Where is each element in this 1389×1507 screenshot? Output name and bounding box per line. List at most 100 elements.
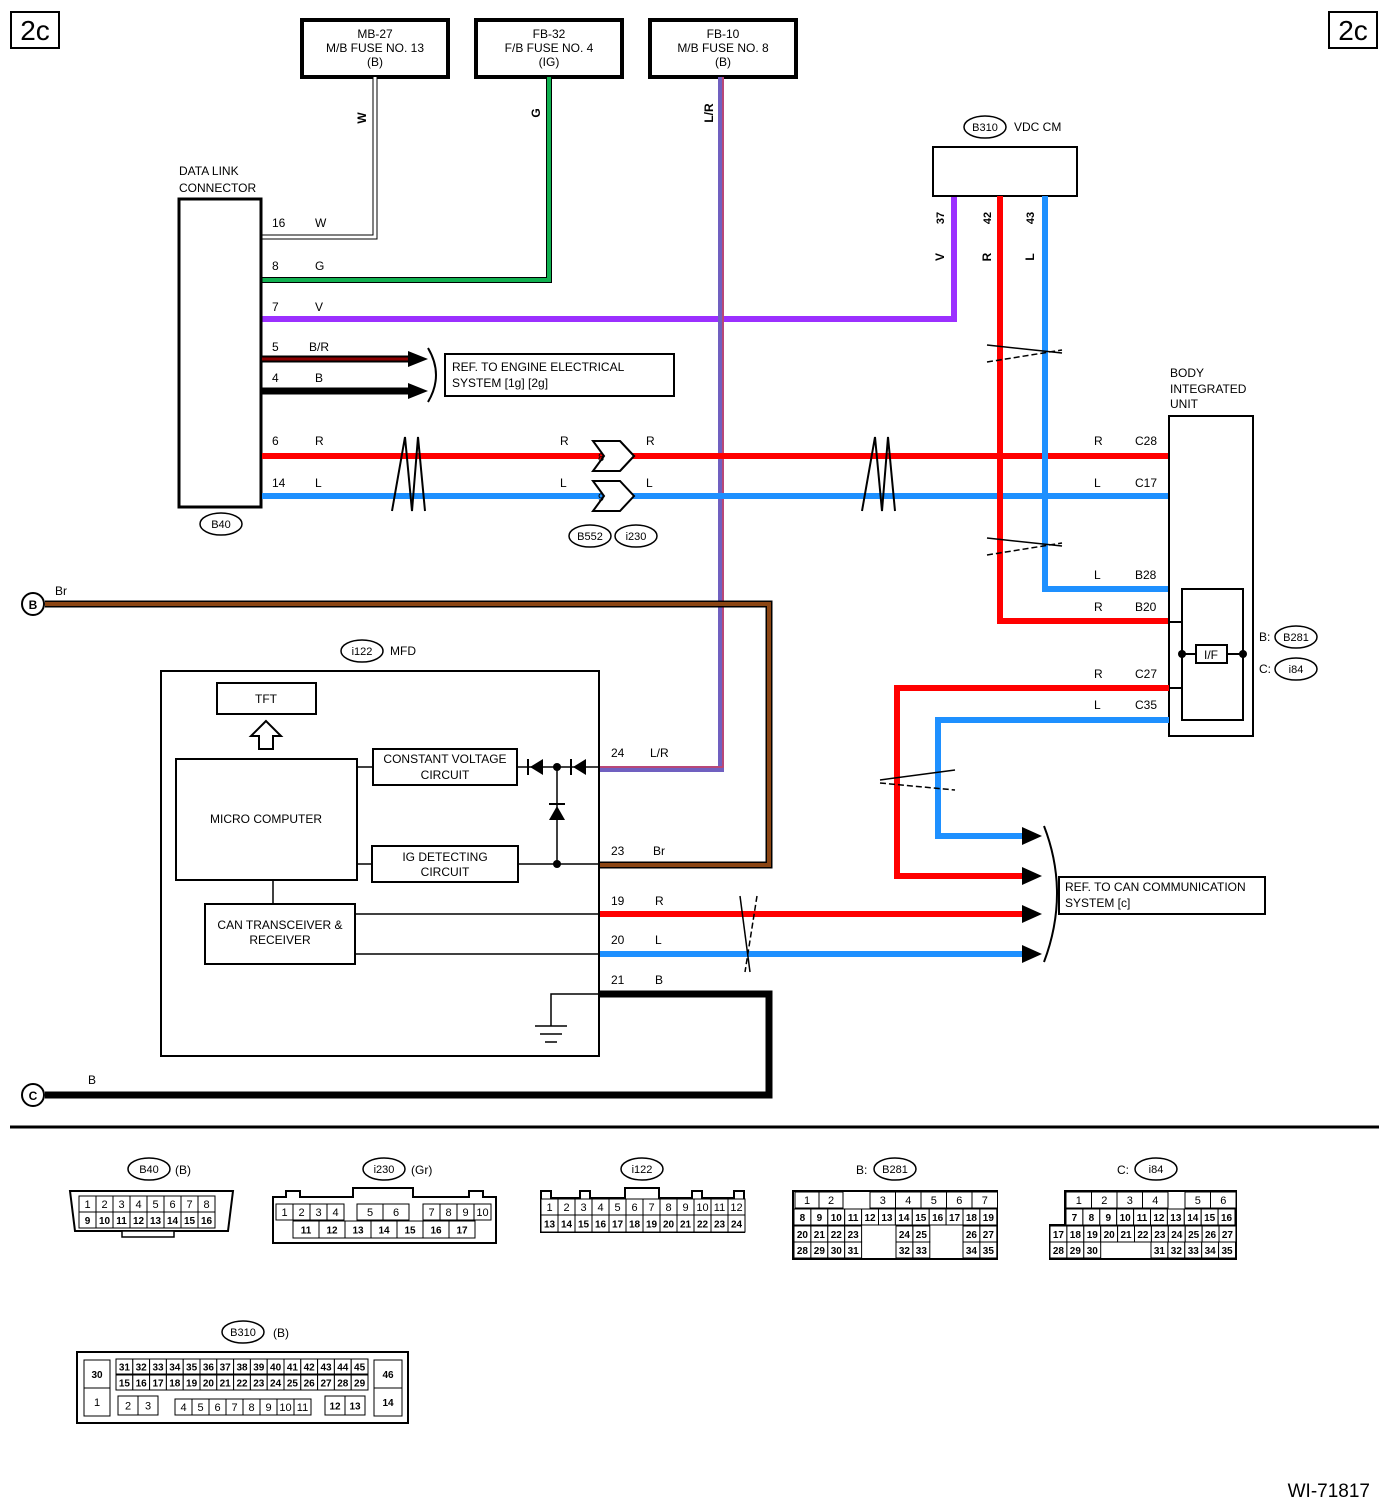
connector-pin: 7	[1065, 1208, 1084, 1226]
svg-text:4: 4	[272, 371, 279, 385]
svg-text:R: R	[655, 894, 664, 908]
pin-number: 20	[797, 1230, 809, 1241]
connector-pin: 14	[163, 1211, 182, 1229]
pin-number: 14	[561, 1220, 573, 1231]
svg-text:FB-10: FB-10	[707, 27, 740, 41]
pin-number: 14	[167, 1216, 179, 1227]
svg-text:B552: B552	[577, 531, 603, 543]
twisted-pair-mark-2	[861, 436, 896, 512]
pin-number: 17	[949, 1213, 961, 1224]
connector-pin: 7	[180, 1195, 199, 1213]
pin-number: 46	[382, 1370, 394, 1381]
pin-number: 2	[298, 1207, 304, 1219]
svg-text:C17: C17	[1135, 476, 1157, 490]
connector-pin: 22	[233, 1374, 251, 1391]
connector-pin: 35	[1218, 1241, 1236, 1259]
svg-text:B40: B40	[139, 1164, 159, 1176]
pin-number: 5	[931, 1195, 937, 1207]
connector-tag-b40: B40	[199, 512, 243, 536]
connector-pin: 35	[979, 1241, 998, 1259]
svg-text:TFT: TFT	[255, 692, 278, 706]
mfd-micro-computer: MICRO COMPUTER	[175, 758, 358, 881]
pin-number: 13	[1170, 1213, 1182, 1224]
pin-number: 8	[248, 1402, 254, 1414]
svg-text:B281: B281	[882, 1164, 908, 1176]
connector-pin: 1	[83, 1387, 111, 1417]
pin-number: 35	[1221, 1246, 1233, 1257]
svg-text:M/B FUSE NO. 13: M/B FUSE NO. 13	[326, 41, 424, 55]
connector-pin: 14	[557, 1214, 576, 1233]
connector-pin: 21	[676, 1214, 695, 1233]
connector-pin: 6	[625, 1198, 644, 1216]
connector-pin: 8	[793, 1208, 812, 1226]
svg-text:5: 5	[272, 340, 279, 354]
pin-number: 10	[696, 1202, 708, 1214]
connector-pin: 17	[945, 1208, 964, 1226]
connector-pin: 29	[810, 1241, 829, 1259]
connector-pin: 45	[350, 1358, 369, 1375]
pin-number: 26	[304, 1379, 316, 1390]
pin-number: 35	[983, 1246, 995, 1257]
svg-text:(B): (B)	[273, 1326, 289, 1340]
pin-number: 12	[133, 1216, 145, 1227]
pin-number: 1	[546, 1202, 552, 1214]
connector-pin: 25	[912, 1225, 931, 1243]
pin-number: 7	[1072, 1213, 1078, 1224]
connector-pin: 9	[1099, 1208, 1118, 1226]
pin-number: 24	[1171, 1230, 1183, 1241]
connector-pin: 12	[861, 1208, 879, 1226]
svg-text:CIRCUIT: CIRCUIT	[421, 865, 470, 879]
connector-pin: 4	[174, 1398, 193, 1416]
mfd-constant-voltage-circuit: CONSTANT VOLTAGE CIRCUIT	[372, 748, 518, 786]
connector-pin: 23	[249, 1374, 268, 1391]
svg-text:B310: B310	[230, 1327, 256, 1339]
connector-pin: 16	[1217, 1208, 1236, 1226]
pin-number: 29	[1070, 1246, 1082, 1257]
pin-number: 21	[220, 1379, 232, 1390]
connector-pin: 4	[129, 1195, 148, 1213]
pin-number: 18	[629, 1220, 641, 1231]
svg-text:W: W	[315, 216, 327, 230]
pin-number: 3	[145, 1401, 151, 1413]
pin-number: 8	[1089, 1213, 1095, 1224]
pin-number: 4	[597, 1202, 603, 1214]
pin-number: 25	[916, 1230, 928, 1241]
wire-br-to-engine	[262, 351, 428, 367]
pin-number: 9	[817, 1213, 823, 1224]
connector-pin: 20	[199, 1374, 218, 1391]
connector-pin: 5	[146, 1195, 165, 1213]
pin-number: 22	[831, 1230, 843, 1241]
connector-pin: 8	[439, 1203, 458, 1221]
svg-text:8: 8	[272, 259, 279, 273]
pin-number: 3	[1127, 1195, 1133, 1207]
connector-pin: 35	[182, 1358, 201, 1375]
pin-number: 18	[966, 1213, 978, 1224]
pin-number: 12	[730, 1202, 742, 1214]
connector-pin: 21	[810, 1225, 829, 1243]
svg-text:R: R	[560, 434, 569, 448]
pin-number: 8	[800, 1213, 806, 1224]
pin-number: 22	[697, 1220, 709, 1231]
connector-tag-i230: i230	[614, 524, 658, 548]
connector-pin: 12	[129, 1211, 148, 1229]
pin-number: 4	[135, 1199, 141, 1211]
wire-biu-c35-l	[935, 717, 1169, 845]
connector-pin: 15	[115, 1374, 134, 1391]
svg-text:B40: B40	[211, 519, 231, 531]
pin-number: 2	[1101, 1195, 1107, 1207]
connector-pin: 8	[659, 1198, 678, 1216]
pin-number: 16	[1221, 1213, 1233, 1224]
wire-g: G	[262, 77, 552, 283]
wire-biu-c27-r	[894, 685, 1169, 885]
svg-text:B:: B:	[856, 1163, 867, 1177]
svg-text:C:: C:	[1117, 1163, 1129, 1177]
svg-text:19: 19	[611, 894, 625, 908]
pin-number: 34	[966, 1246, 978, 1257]
connector-tag-b552: B552	[568, 524, 612, 548]
svg-text:B: B	[315, 371, 323, 385]
svg-text:C35: C35	[1135, 698, 1157, 712]
